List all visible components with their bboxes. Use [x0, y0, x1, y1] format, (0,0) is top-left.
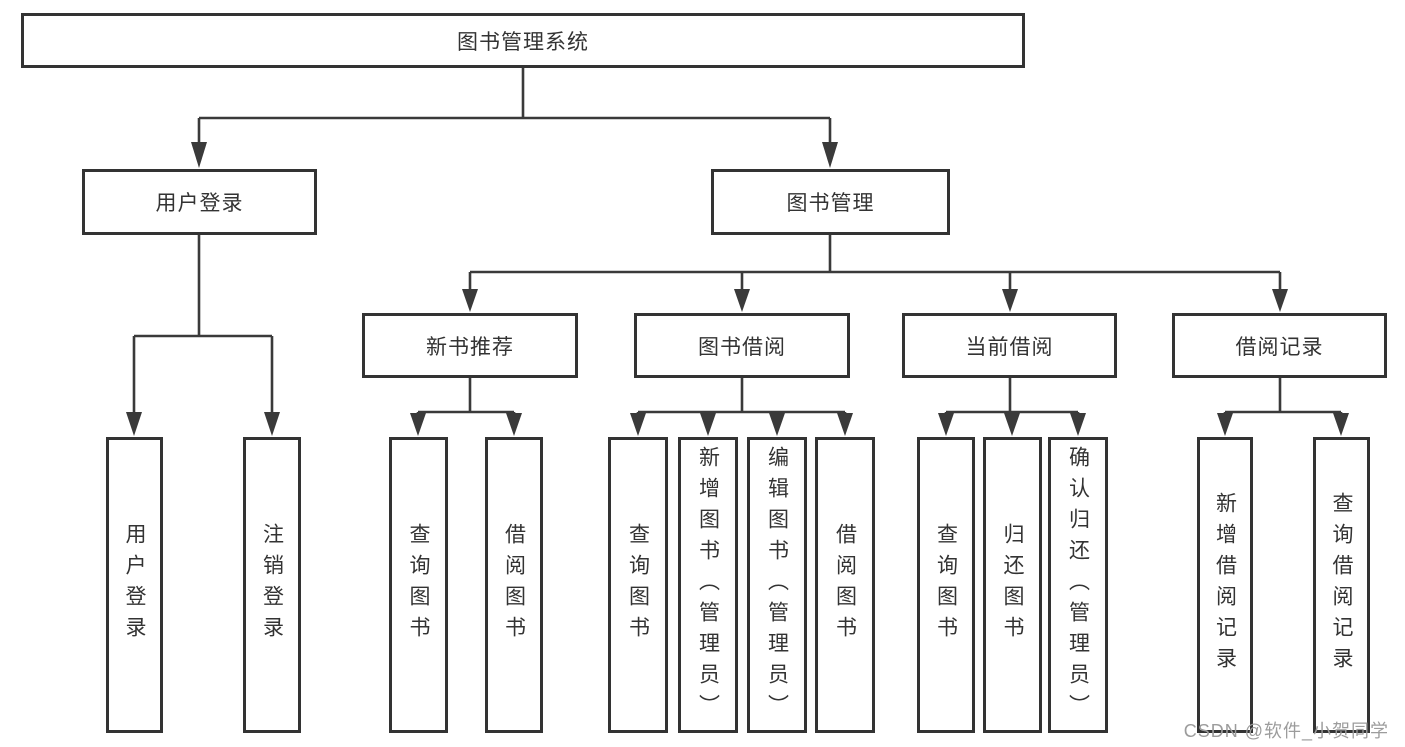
node-book-management-module: 图书管理: [711, 169, 950, 235]
arrowhead-icon: [938, 413, 954, 436]
node-current-borrow-label: 当前借阅: [965, 335, 1054, 359]
node-new-book-recommend: 新书推荐: [362, 313, 578, 378]
leaf-records-add-record-label: 新增借阅记录: [1213, 492, 1237, 678]
arrowhead-icon: [1272, 289, 1288, 312]
node-new-book-recommend-label: 新书推荐: [426, 335, 514, 359]
leaf-logout-login-label: 注销登录: [260, 523, 284, 647]
edge-bookborrow-to-leaves: [636, 378, 847, 416]
leaf-current-confirm-return-admin-label: 确认归还（管理员）: [1066, 445, 1090, 725]
arrowhead-icon: [126, 412, 142, 436]
arrowhead-icon: [837, 413, 853, 436]
leaf-borrow-query-book-label: 查询图书: [626, 523, 650, 647]
arrowhead-icon: [264, 412, 280, 436]
arrowhead-icon: [462, 289, 478, 312]
edge-currentborrow-to-leaves: [944, 378, 1080, 416]
arrowhead-icon: [769, 413, 785, 436]
arrowhead-icon: [1333, 413, 1349, 436]
leaf-current-query-book: 查询图书: [917, 437, 975, 733]
leaf-borrow-borrow-book-label: 借阅图书: [833, 523, 857, 647]
leaf-borrow-add-book-admin: 新增图书（管理员）: [678, 437, 738, 733]
node-book-management-module-label: 图书管理: [786, 192, 875, 215]
arrowhead-icon: [191, 142, 207, 168]
leaf-newrec-borrow-book-label: 借阅图书: [502, 523, 526, 647]
leaf-current-confirm-return-admin: 确认归还（管理员）: [1048, 437, 1108, 733]
edge-root-to-level2: [197, 68, 832, 144]
leaf-current-query-book-label: 查询图书: [934, 523, 958, 647]
arrowhead-icon: [734, 289, 750, 312]
node-book-borrow: 图书借阅: [634, 313, 850, 378]
node-user-login-module-label: 用户登录: [155, 192, 244, 215]
edge-bookmgmt-to-level3: [468, 235, 1282, 291]
arrowhead-icon: [1217, 413, 1233, 436]
arrowhead-icon: [410, 413, 426, 436]
arrowhead-icon: [506, 413, 522, 436]
leaf-user-login-label: 用户登录: [123, 523, 146, 647]
arrowhead-icon: [822, 142, 838, 168]
node-current-borrow: 当前借阅: [902, 313, 1117, 378]
leaf-borrow-edit-book-admin: 编辑图书（管理员）: [747, 437, 807, 733]
leaf-records-query-record-label: 查询借阅记录: [1330, 492, 1353, 678]
node-root: 图书管理系统: [21, 13, 1025, 68]
leaf-newrec-query-book: 查询图书: [389, 437, 448, 733]
leaf-records-add-record: 新增借阅记录: [1197, 437, 1253, 733]
leaf-records-query-record: 查询借阅记录: [1313, 437, 1370, 733]
node-book-borrow-label: 图书借阅: [698, 335, 786, 359]
leaf-borrow-edit-book-admin-label: 编辑图书（管理员）: [765, 445, 789, 725]
leaf-logout-login: 注销登录: [243, 437, 301, 733]
arrowhead-icon: [1002, 289, 1018, 312]
node-borrow-records: 借阅记录: [1172, 313, 1387, 378]
node-borrow-records-label: 借阅记录: [1235, 335, 1324, 359]
arrowhead-icon: [700, 413, 716, 436]
arrowhead-icon: [1070, 413, 1086, 436]
arrowhead-icon: [1004, 413, 1020, 436]
leaf-borrow-borrow-book: 借阅图书: [815, 437, 875, 733]
watermark: CSDN @软件_小贺同学: [1183, 721, 1389, 741]
node-user-login-module: 用户登录: [82, 169, 317, 235]
leaf-current-return-book-label: 归还图书: [1001, 523, 1024, 647]
node-root-label: 图书管理系统: [457, 30, 589, 54]
leaf-newrec-borrow-book: 借阅图书: [485, 437, 543, 733]
edge-borrowrecords-to-leaves: [1223, 378, 1343, 416]
leaf-newrec-query-book-label: 查询图书: [407, 523, 430, 647]
leaf-borrow-add-book-admin-label: 新增图书（管理员）: [696, 445, 720, 725]
arrowhead-icon: [630, 413, 646, 436]
edge-newbookrec-to-leaves: [416, 378, 516, 416]
leaf-current-return-book: 归还图书: [983, 437, 1042, 733]
edge-userlogin-to-leaves: [132, 235, 274, 414]
leaf-borrow-query-book: 查询图书: [608, 437, 668, 733]
leaf-user-login: 用户登录: [106, 437, 163, 733]
